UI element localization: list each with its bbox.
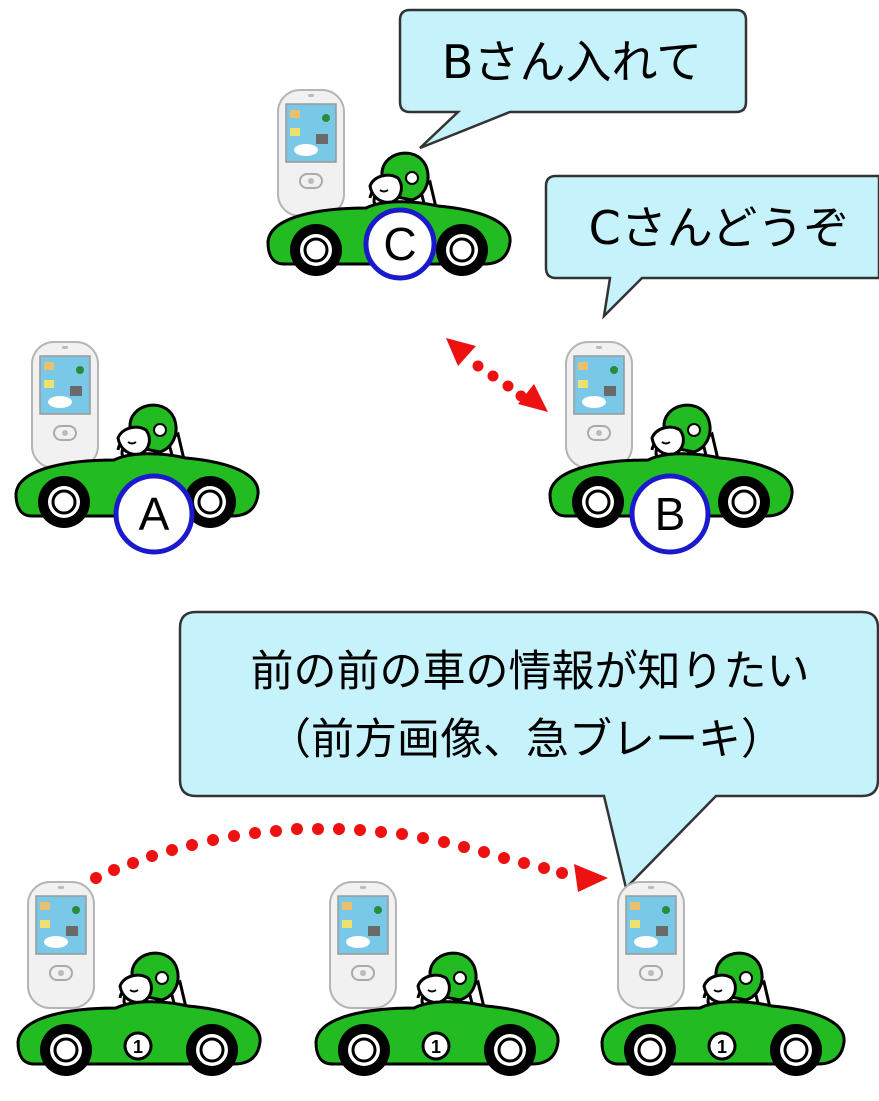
car-b-badge: B	[629, 473, 711, 555]
mobile-phone-icon	[27, 881, 95, 1009]
arrowhead-end	[518, 384, 548, 412]
speech-bubble-c-request: Bさん入れて	[398, 8, 748, 150]
car-c: C	[266, 89, 512, 281]
dotted-arrow-icon	[472, 360, 527, 402]
link-arrow-c-b	[446, 338, 548, 412]
platoon-car-2: 1	[314, 881, 560, 1078]
bubble-b-reply-text: Cさんどうぞ	[589, 201, 850, 255]
badge-ring	[113, 473, 195, 555]
number-mark: 1	[133, 1037, 143, 1057]
number-badge: 1	[123, 1031, 153, 1061]
speech-bubble-b-reply: Cさんどうぞ	[544, 174, 879, 320]
badge-ring	[629, 473, 711, 555]
link-arrow-platoon	[90, 823, 608, 892]
bubble-shape	[178, 610, 879, 891]
arrowhead-end	[574, 864, 608, 892]
bubble-shape	[398, 8, 748, 150]
number-mark: 1	[717, 1037, 727, 1057]
arrowhead-start	[446, 338, 476, 366]
badge-label: C	[383, 218, 416, 270]
bubble-c-request-text: Bさん入れて	[442, 35, 702, 89]
platoon-car-3: 1	[600, 881, 846, 1078]
badge-label: A	[139, 488, 170, 540]
mobile-phone-icon	[329, 881, 397, 1009]
number-badge: 1	[421, 1031, 451, 1061]
bubble-platoon-line2: （前方画像、急ブレーキ）	[268, 715, 784, 765]
mobile-phone-icon	[565, 341, 633, 469]
mobile-phone-icon	[31, 341, 99, 469]
car-a: A	[14, 341, 260, 555]
badge-ring	[363, 207, 437, 281]
bubble-shape	[544, 174, 879, 320]
dotted-arrow-icon	[90, 823, 568, 884]
speech-bubble-platoon: 前の前の車の情報が知りたい （前方画像、急ブレーキ）	[178, 610, 879, 891]
mobile-phone-icon	[617, 881, 685, 1009]
number-mark: 1	[431, 1037, 441, 1057]
badge-label: B	[655, 488, 686, 540]
car-c-badge: C	[363, 207, 437, 281]
car-b: B	[548, 341, 794, 555]
number-badge: 1	[707, 1031, 737, 1061]
car-a-badge: A	[113, 473, 195, 555]
mobile-phone-icon	[277, 89, 345, 217]
bubble-platoon-line1: 前の前の車の情報が知りたい	[251, 647, 810, 697]
platoon-car-1: 1	[16, 881, 262, 1078]
